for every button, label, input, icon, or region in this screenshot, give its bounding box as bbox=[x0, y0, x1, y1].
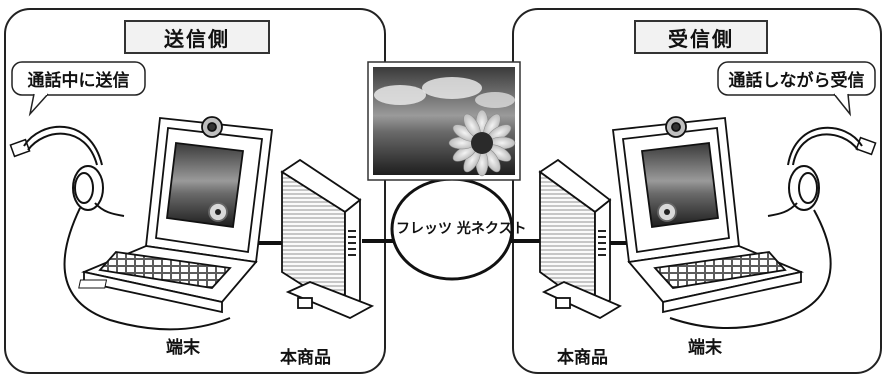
webcam-icon bbox=[201, 116, 223, 138]
sender-device-label: 本商品 bbox=[280, 348, 331, 368]
network-label: フレッツ 光ネクスト bbox=[396, 221, 527, 237]
receiver-device-label: 本商品 bbox=[557, 348, 608, 368]
sender-speech-bubble bbox=[11, 61, 146, 117]
receiver-terminal-label: 端末 bbox=[688, 338, 722, 358]
router-icon bbox=[280, 158, 375, 319]
sender-bubble-text: 通話中に送信 bbox=[27, 71, 130, 91]
sender-title-text: 送信側 bbox=[164, 26, 230, 51]
receiver-speech-bubble bbox=[717, 61, 876, 117]
headset-icon bbox=[9, 125, 231, 331]
sender-title: 送信側 bbox=[124, 20, 270, 54]
laptop-icon bbox=[78, 117, 274, 314]
receiver-bubble-text: 通話しながら受信 bbox=[728, 71, 865, 91]
sunflower-photo-icon bbox=[367, 61, 521, 181]
webcam-icon bbox=[665, 116, 687, 138]
laptop-icon bbox=[611, 117, 804, 314]
sender-terminal-label: 端末 bbox=[166, 338, 200, 358]
receiver-title-text: 受信側 bbox=[668, 26, 734, 51]
headset-icon bbox=[669, 126, 877, 330]
router-icon bbox=[538, 158, 622, 320]
receiver-title: 受信側 bbox=[634, 20, 768, 54]
